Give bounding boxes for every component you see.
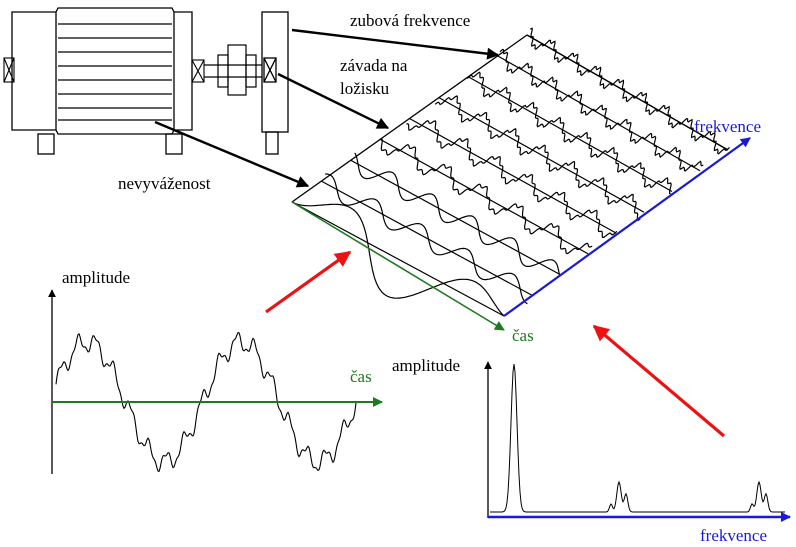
- gear-callout-arrow: [291, 28, 500, 60]
- waterfall-spectrum-line: [380, 137, 593, 255]
- waterfall-back-edge: [291, 34, 528, 203]
- coupling-icon: [204, 44, 262, 96]
- spectrum-frequency-label: frekvence: [700, 526, 768, 545]
- callout-arrows: [154, 28, 500, 188]
- time-plot-time-label: čas: [350, 367, 372, 386]
- time-to-waterfall-arrow: [265, 250, 352, 314]
- time-plot-amplitude-label: amplitude: [62, 268, 130, 287]
- bearing-fault-label-line1: závada na: [340, 56, 408, 75]
- spectrum-trace: [490, 363, 785, 513]
- waterfall-spectrum-line: [499, 48, 704, 172]
- spectrum-to-waterfall-arrow: [592, 324, 726, 438]
- spectrum-amplitude-label: amplitude: [392, 356, 460, 375]
- waterfall-spectrum-line: [325, 173, 528, 305]
- unbalance-label: nevyváženost: [118, 174, 211, 193]
- waterfall-time-label: čas: [512, 326, 534, 345]
- waterfall-baseline: [438, 97, 645, 213]
- waterfall-frequency-label: frekvence: [694, 117, 762, 136]
- waterfall-spectrum-line: [406, 119, 618, 238]
- time-signal-wave: [55, 332, 357, 473]
- gear-frequency-label: zubová frekvence: [350, 11, 471, 30]
- motor-icon: [11, 7, 193, 155]
- unbalance-callout-arrow: [154, 120, 310, 188]
- waterfall-spectrum-line: [466, 71, 672, 195]
- waterfall-time-axis: [291, 201, 505, 331]
- waterfall-top-edge: [526, 34, 729, 151]
- bearing-callout-arrow: [277, 72, 390, 130]
- bearing-icon: [3, 57, 205, 83]
- time-domain-plot: [48, 289, 383, 474]
- spectrum-plot: [484, 361, 791, 522]
- waterfall-spectrum-line: [530, 27, 730, 155]
- waterfall-spectrum-line: [291, 201, 505, 317]
- waterfall-spectrum-line: [434, 95, 641, 221]
- bearing-fault-label-line2: ložisku: [340, 79, 390, 98]
- waterfall-baseline: [350, 159, 561, 276]
- gearbox-icon: [261, 11, 289, 155]
- waterfall-plot: [291, 27, 751, 331]
- waterfall-spectrum-line: [354, 152, 561, 276]
- waterfall-baseline: [291, 201, 505, 317]
- waterfall-frequency-axis: [503, 137, 751, 317]
- waterfall-baseline: [467, 76, 673, 193]
- waterfall-baseline: [409, 117, 617, 234]
- waterfall-baseline: [379, 138, 589, 255]
